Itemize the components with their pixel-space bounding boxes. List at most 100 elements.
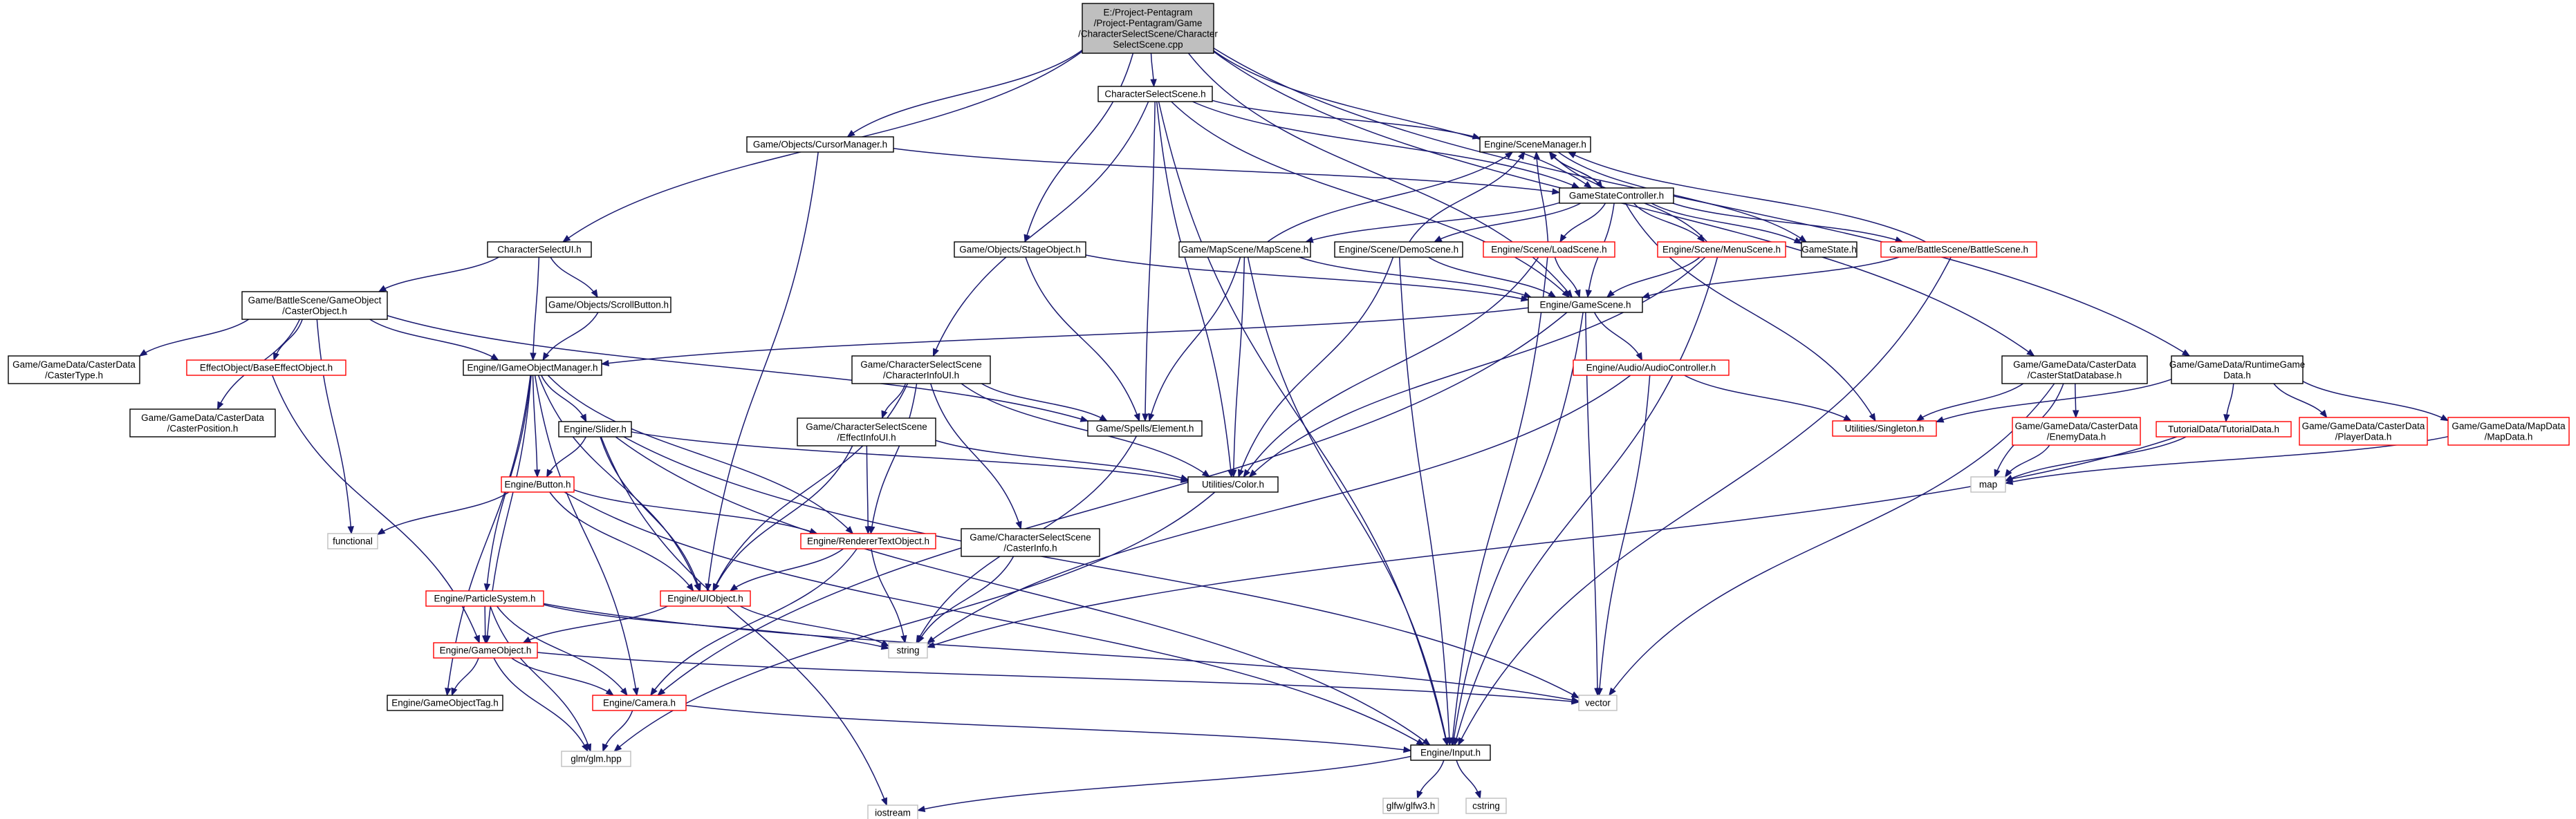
edge-css_h-to-cinfoui [932, 101, 1149, 357]
graph-node-slider[interactable]: Engine/Slider.h [558, 421, 632, 437]
node-label: SelectScene.cpp [1113, 39, 1183, 50]
graph-node-gameobj[interactable]: Engine/GameObject.h [433, 642, 538, 659]
graph-node-cursor[interactable]: Game/Objects/CursorManager.h [746, 136, 894, 153]
edge-gameobj-to-camera [511, 657, 614, 696]
edge-mapscene-to-color [1230, 256, 1245, 478]
edge-gameobj-to-gotag [451, 657, 479, 697]
node-box [1410, 744, 1491, 761]
edge-uiobject-to-gameobj [522, 605, 668, 643]
graph-node-casterinfo[interactable]: Game/CharacterSelectScene/CasterInfo.h [961, 528, 1100, 557]
edge-csui-to-scroll [550, 256, 598, 299]
edge-css_h-to-element [1142, 101, 1156, 422]
edge-particle-to-vector [543, 603, 1580, 704]
node-box [660, 590, 751, 607]
graph-node-cstring[interactable]: cstring [1465, 798, 1507, 814]
graph-node-casterpos[interactable]: Game/GameData/CasterData/CasterPosition.… [129, 408, 276, 437]
edge-runtime-to-playerdata [2273, 383, 2328, 419]
node-label: TutorialData/TutorialData.h [2168, 424, 2279, 435]
node-box [1578, 695, 1618, 711]
graph-node-singleton[interactable]: Utilities/Singleton.h [1832, 420, 1937, 437]
graph-node-scenemgr[interactable]: Engine/SceneManager.h [1479, 136, 1591, 153]
edge-button-to-uiobject [549, 491, 694, 592]
edge-root-to-css_h [1150, 53, 1157, 88]
graph-node-tutorial[interactable]: TutorialData/TutorialData.h [2156, 421, 2292, 437]
node-label: Engine/GameObject.h [440, 646, 532, 656]
graph-node-baseeffect[interactable]: EffectObject/BaseEffectObject.h [186, 359, 346, 376]
graph-node-color[interactable]: Utilities/Color.h [1187, 476, 1279, 493]
node-box [129, 408, 276, 437]
edge-gamescene-to-camera [657, 312, 1568, 696]
graph-node-uiobject[interactable]: Engine/UIObject.h [660, 590, 751, 607]
graph-node-scroll[interactable]: Game/Objects/ScrollButton.h [546, 296, 671, 313]
node-label: /MapData.h [2485, 431, 2533, 442]
graph-node-stage[interactable]: Game/Objects/StageObject.h [954, 241, 1086, 258]
graph-node-audio[interactable]: Engine/Audio/AudioController.h [1573, 359, 1730, 376]
edge-igom-to-slider [541, 375, 587, 423]
edge-effectinfo-to-rtext [864, 445, 871, 535]
edge-gsc-to-battlescene [1672, 203, 1904, 243]
graph-node-gsc[interactable]: GameStateController.h [1559, 187, 1674, 204]
graph-node-rtext[interactable]: Engine/RendererTextObject.h [800, 533, 936, 549]
node-box [1559, 187, 1674, 204]
graph-node-loadscene[interactable]: Engine/Scene/LoadScene.h [1483, 241, 1615, 258]
node-label: Game/Objects/StageObject.h [959, 245, 1081, 255]
graph-node-enemydata[interactable]: Game/GameData/CasterData/EnemyData.h [2012, 417, 2141, 446]
edge-cinfoui-to-element [981, 383, 1108, 422]
graph-node-gamescene[interactable]: Engine/GameScene.h [1528, 296, 1643, 313]
graph-node-demoscene[interactable]: Engine/Scene/DemoScene.h [1334, 241, 1463, 258]
edge-slider-to-uiobject [600, 436, 701, 592]
edge-runtime-to-tutorial [2223, 383, 2234, 423]
graph-node-effectinfo[interactable]: Game/CharacterSelectScene/EffectInfoUI.h [797, 417, 936, 446]
graph-node-element[interactable]: Game/Spells/Element.h [1087, 420, 1203, 437]
node-label: iostream [875, 808, 911, 818]
node-label: map [1979, 480, 1997, 490]
node-label: Game/GameData/CasterData [2015, 421, 2138, 431]
node-label: Engine/Camera.h [603, 698, 676, 708]
edge-particle-to-string [543, 604, 890, 650]
graph-node-mapscene[interactable]: Game/MapScene/MapScene.h [1178, 241, 1311, 258]
graph-node-gamestate[interactable]: GameState.h [1801, 241, 1857, 258]
graph-node-battlescene[interactable]: Game/BattleScene/BattleScene.h [1880, 241, 2037, 258]
node-label: Engine/Scene/MenuScene.h [1662, 245, 1781, 255]
graph-node-string[interactable]: string [888, 642, 928, 659]
edge-cinfoui-to-uiobject [712, 383, 909, 592]
graph-node-playerdata[interactable]: Game/GameData/CasterData/PlayerData.h [2299, 417, 2428, 446]
graph-node-button[interactable]: Engine/Button.h [501, 476, 575, 493]
edge-slider-to-iostream [600, 436, 887, 807]
graph-node-map[interactable]: map [1970, 476, 2006, 493]
node-label: /PlayerData.h [2335, 431, 2392, 442]
graph-node-particle[interactable]: Engine/ParticleSystem.h [425, 590, 544, 607]
graph-node-csui[interactable]: CharacterSelectUI.h [487, 241, 592, 258]
graph-node-glm[interactable]: glm/glm.hpp [561, 751, 631, 767]
edge-loadscene-to-scenemgr [1533, 151, 1549, 243]
graph-node-glfw[interactable]: glfw/glfw3.h [1382, 798, 1439, 814]
graph-node-functional[interactable]: functional [327, 533, 378, 549]
graph-node-cinfoui[interactable]: Game/CharacterSelectScene/CharacterInfoU… [851, 355, 991, 384]
node-label: Game/GameData/MapData [2452, 421, 2566, 431]
graph-node-castertype[interactable]: Game/GameData/CasterData/CasterType.h [8, 355, 140, 384]
node-box [797, 417, 936, 446]
graph-node-casterstat[interactable]: Game/GameData/CasterData/CasterStatDatab… [2001, 355, 2148, 384]
graph-node-casterobj[interactable]: Game/BattleScene/GameObject/CasterObject… [241, 291, 388, 320]
graph-node-iostream[interactable]: iostream [867, 804, 918, 819]
node-label: functional [333, 536, 373, 547]
graph-node-root[interactable]: E:/Project-Pentagram/Project-Pentagram/G… [1078, 3, 1218, 54]
node-label: /EnemyData.h [2047, 431, 2106, 442]
node-box [888, 642, 928, 659]
edge-root-to-gamescene [1187, 53, 1573, 299]
graph-node-mapdata[interactable]: Game/GameData/MapData/MapData.h [2447, 417, 2570, 446]
graph-node-gotag[interactable]: Engine/GameObjectTag.h [387, 695, 503, 711]
edge-battlescene-to-input [1458, 256, 1952, 746]
graph-node-igom[interactable]: Engine/IGameObjectManager.h [463, 359, 602, 376]
graph-node-vector[interactable]: vector [1578, 695, 1618, 711]
edge-stage-to-element [1025, 256, 1140, 422]
graph-node-input[interactable]: Engine/Input.h [1410, 744, 1491, 761]
graph-node-camera[interactable]: Engine/Camera.h [592, 695, 687, 711]
graph-node-css_h[interactable]: CharacterSelectScene.h [1097, 86, 1213, 102]
edge-runtime-to-mapdata [2302, 381, 2449, 422]
node-label: CharacterSelectScene.h [1104, 89, 1205, 100]
graph-node-menuscene[interactable]: Engine/Scene/MenuScene.h [1657, 241, 1786, 258]
edge-gsc-to-singleton [1624, 203, 1876, 422]
